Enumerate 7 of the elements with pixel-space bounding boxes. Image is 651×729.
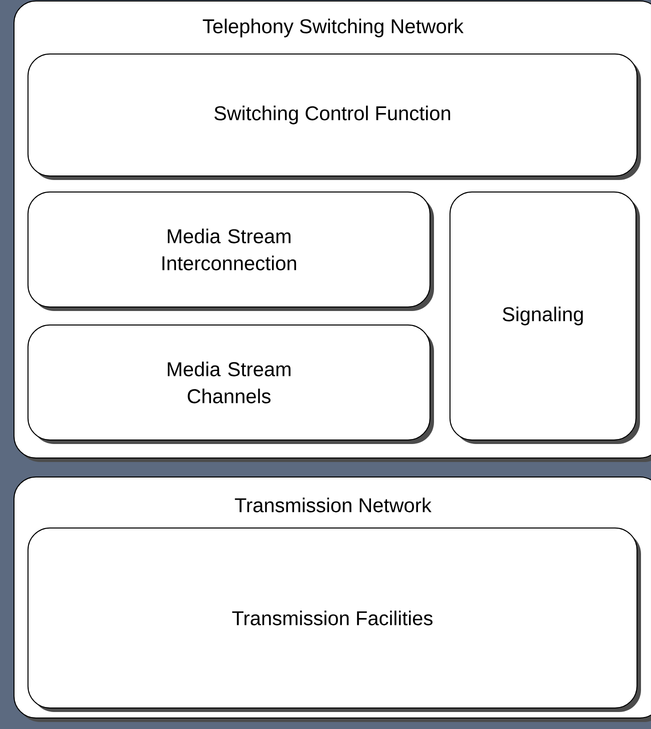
panel-title: Telephony Switching Network xyxy=(202,18,464,38)
box: Switching Control Function xyxy=(28,54,641,180)
box: Transmission Facilities xyxy=(28,528,641,712)
box: Signaling xyxy=(450,192,640,444)
panel-title: Transmission Network xyxy=(234,498,432,512)
box: Media Stream Channels xyxy=(28,324,434,444)
box: Media Stream Interconnection xyxy=(28,192,434,311)
